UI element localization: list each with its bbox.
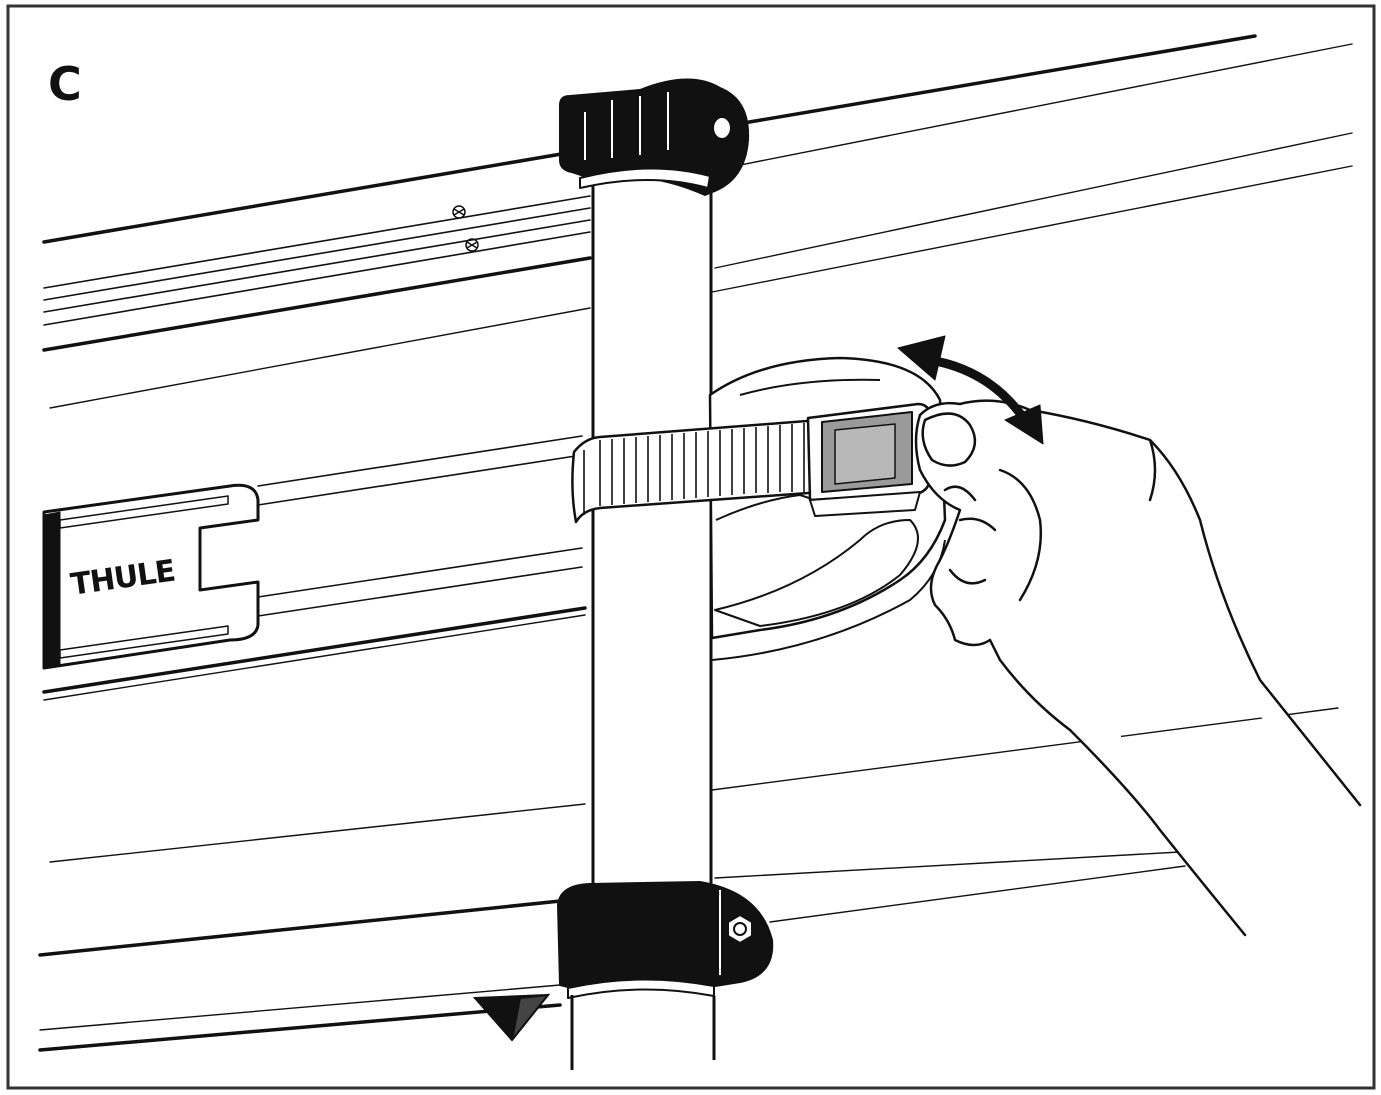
vertical-tube — [591, 148, 713, 922]
hex-bolt-icon — [727, 913, 753, 945]
bar-screw — [452, 205, 479, 252]
top-clamp — [559, 78, 750, 196]
rotate-arrow-icon — [897, 335, 1044, 445]
hand — [914, 399, 1362, 937]
bottom-clamp — [557, 881, 774, 999]
rail-end-cap — [42, 483, 260, 670]
roof-bar-lower — [38, 707, 1339, 1052]
roof-bar-upper — [42, 34, 1353, 409]
tube-lower-section — [570, 995, 716, 1070]
ratchet-lever — [806, 402, 932, 517]
clamp-hole — [712, 116, 732, 140]
down-triangle-icon — [472, 993, 551, 1042]
rail-middle — [42, 435, 587, 701]
ratchet-strap — [571, 418, 824, 524]
step-letter: C — [48, 57, 82, 111]
